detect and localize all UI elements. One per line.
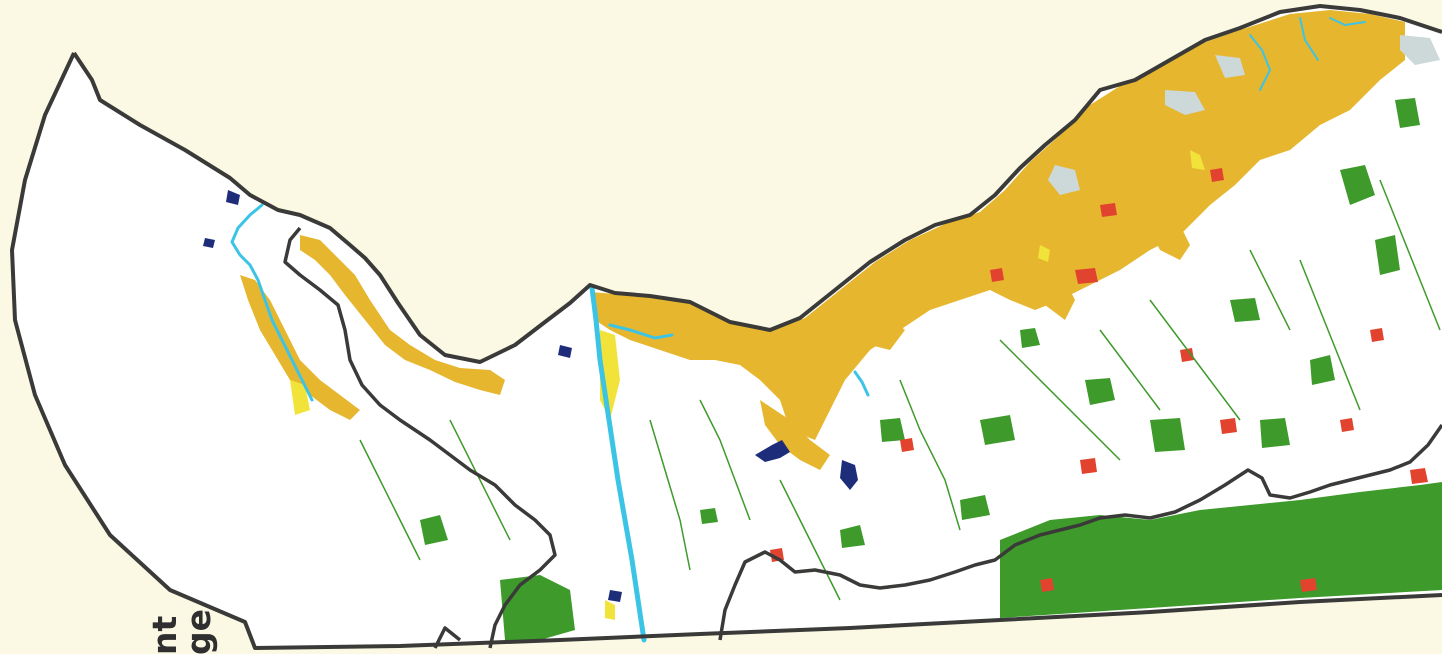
forest-cover	[420, 98, 1442, 640]
side-label-line-2: ge	[179, 608, 218, 654]
bare-ground-patches	[1048, 35, 1440, 195]
side-label-line-1: nt	[145, 615, 184, 654]
stream-network	[359, 179, 1441, 601]
watershed-boundaries	[283, 226, 1442, 649]
reservoirs	[203, 190, 858, 602]
rivers	[230, 17, 1366, 643]
rotated-side-label: nt ge	[145, 608, 218, 654]
outer-boundary	[72, 4, 1442, 364]
developed-patches	[770, 168, 1428, 592]
outer-boundary-west	[10, 52, 1442, 650]
